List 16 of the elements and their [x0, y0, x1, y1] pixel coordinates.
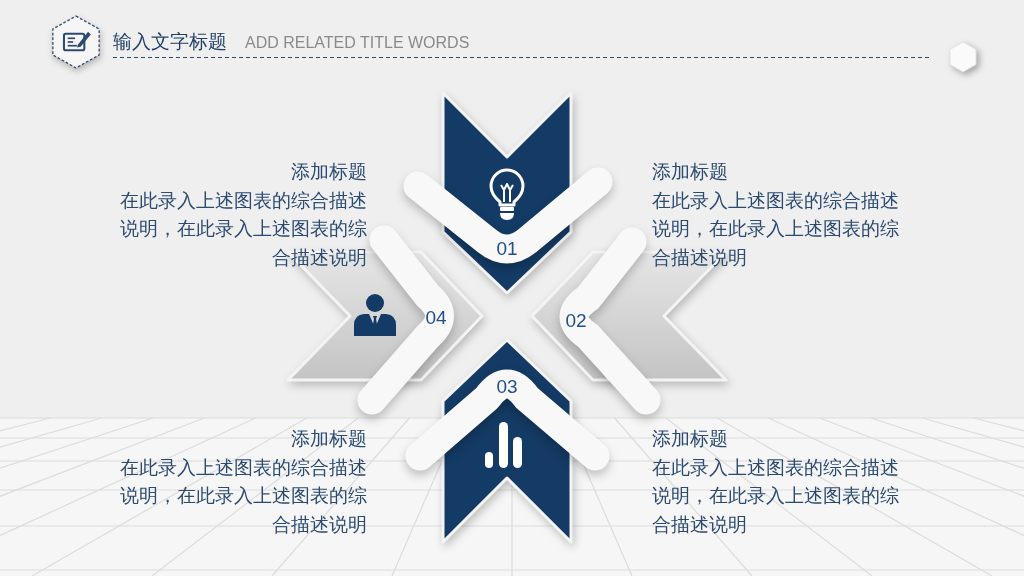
block-heading: 添加标题: [291, 426, 367, 451]
block-heading: 添加标题: [291, 159, 367, 184]
step-number: 04: [425, 307, 447, 329]
block-description: 在此录入上述图表的综合描述说明，在此录入上述图表的综合描述说明: [652, 454, 900, 537]
block-description: 在此录入上述图表的综合描述说明，在此录入上述图表的综合描述说明: [652, 187, 900, 270]
block-heading: 添加标题: [652, 159, 728, 184]
step-number: 03: [496, 376, 518, 398]
slide-title: 输入文字标题: [113, 30, 227, 53]
slide-subtitle: ADD RELATED TITLE WORDS: [245, 33, 470, 52]
step-number: 01: [496, 238, 518, 260]
step-number: 02: [565, 310, 587, 332]
block-description: 在此录入上述图表的综合描述说明，在此录入上述图表的综合描述说明: [119, 187, 367, 270]
block-heading: 添加标题: [652, 426, 728, 451]
chevron-arrow: [443, 93, 571, 293]
chevron-arrow: [443, 340, 571, 542]
block-description: 在此录入上述图表的综合描述说明，在此录入上述图表的综合描述说明: [119, 454, 367, 537]
